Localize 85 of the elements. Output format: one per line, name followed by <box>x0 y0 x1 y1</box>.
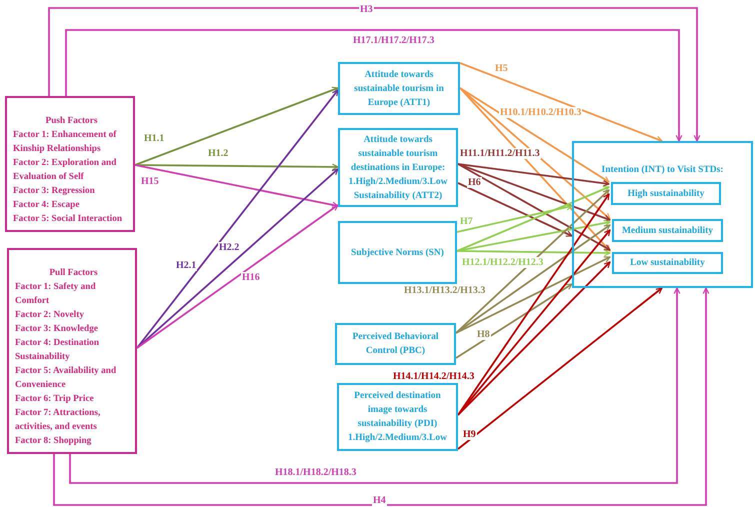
edge-label: H2.1 <box>175 260 198 271</box>
arrow <box>457 229 611 416</box>
arrow <box>136 89 339 349</box>
edge-label: H12.1/H12.2/H12.3 <box>461 257 544 268</box>
arrow <box>456 204 573 233</box>
box-heading: Pull Factors <box>48 267 99 280</box>
factor-text: Factor 2: Novelty <box>15 309 86 322</box>
factor-text: Factor 7: Attractions, activities, and events <box>15 407 102 434</box>
edge-label: H11.1/H11.2/H11.3 <box>459 148 541 159</box>
construct-label: Intention (INT) to Visit STDs: <box>600 164 724 177</box>
construct-box <box>612 252 723 274</box>
arrow <box>455 189 610 334</box>
arrow <box>134 164 339 208</box>
construct-box <box>338 221 457 284</box>
arrow <box>458 163 611 222</box>
edge-label: H4 <box>372 495 387 506</box>
edge-label: H7 <box>459 216 474 227</box>
construct-box <box>338 62 460 115</box>
edge-label: H16 <box>241 272 261 283</box>
construct-label: Perceived destination image towards sustainability (PDI) 1.High/2.Medium/3.Low <box>347 390 448 445</box>
construct-label: Perceived Behavioral Control (PBC) <box>351 331 440 358</box>
construct-box <box>338 128 458 207</box>
factor-box <box>5 96 135 232</box>
edge-label: H18.1/H18.2/H18.3 <box>274 467 358 478</box>
arrow <box>456 220 611 252</box>
factor-box <box>7 248 137 454</box>
construct-label: Subjective Norms (SN) <box>351 246 444 260</box>
arrow <box>458 163 611 251</box>
arrow <box>456 283 573 359</box>
arrow <box>456 186 610 252</box>
construct-box <box>611 182 721 205</box>
construct-box <box>337 383 458 451</box>
arrow <box>455 224 611 334</box>
box-heading: Push Factors <box>44 115 98 128</box>
arrow <box>457 287 663 450</box>
edge-label: H3 <box>359 4 374 15</box>
construct-label: Medium sustainability <box>622 224 714 238</box>
edge-label: H1.2 <box>207 148 230 159</box>
edge-label: H13.1/H13.2/H13.3 <box>403 285 486 296</box>
edge-label: H9 <box>462 429 477 440</box>
edge-label: H10.1/H10.2/H10.3 <box>499 107 582 118</box>
arrow <box>136 168 339 349</box>
factor-text: Factor 8: Shopping <box>15 435 92 448</box>
edge-label: H14.1/H14.2/H14.3 <box>392 371 476 382</box>
arrow <box>458 182 573 237</box>
arrow <box>456 256 611 334</box>
arrow <box>65 29 682 142</box>
arrow <box>458 163 610 187</box>
factor-text: Factor 5: Social Interaction <box>13 213 124 226</box>
construct-label: Attitude towards sustainable tourism in Europe (ATT1) <box>353 68 445 110</box>
arrow <box>460 62 663 142</box>
factor-text: Factor 5: Availability and Convenience <box>15 365 118 392</box>
edge-label: H8 <box>476 329 491 340</box>
construct-box <box>335 323 456 365</box>
arrow <box>135 164 339 170</box>
factor-text: Factor 1: Safety and Comfort <box>15 281 97 308</box>
arrow <box>136 204 339 349</box>
construct-label: Attitude towards sustainable tourism destinations in Europe: 1.High/2.Medium/3.Low Sustainability (ATT2) <box>348 134 448 202</box>
arrow <box>53 287 710 506</box>
arrow <box>48 7 700 142</box>
construct-label: Low sustainability <box>630 257 705 270</box>
arrow <box>69 287 680 484</box>
factor-text: Factor 6: Trip Price <box>15 393 95 406</box>
arrow <box>134 86 339 166</box>
arrow <box>459 87 611 220</box>
arrow <box>459 87 611 252</box>
edge-label: H1.1 <box>143 133 166 144</box>
arrow <box>456 250 611 256</box>
construct-label: High sustainability <box>628 188 704 200</box>
construct-panel <box>572 141 753 288</box>
arrow <box>460 87 610 183</box>
factor-text: Factor 2: Exploration and Evaluation of Self <box>13 157 118 184</box>
factor-text: Factor 4: Destination Sustainability <box>15 337 100 364</box>
construct-box <box>612 219 723 242</box>
edge-label: H17.1/H17.2/H17.3 <box>352 35 436 46</box>
edge-label: H6 <box>467 177 482 188</box>
arrow <box>457 193 610 416</box>
factor-text: Factor 3: Regression <box>13 185 96 198</box>
factor-text: Factor 4: Escape <box>13 199 80 212</box>
edge-label: H15 <box>140 176 160 187</box>
arrow <box>457 261 611 416</box>
factor-text: Factor 3: Knowledge <box>15 323 99 336</box>
edge-label: H5 <box>494 63 509 74</box>
factor-text: Factor 1: Enhancement of Kinship Relationships <box>13 129 118 156</box>
edge-label: H2.2 <box>218 242 240 253</box>
